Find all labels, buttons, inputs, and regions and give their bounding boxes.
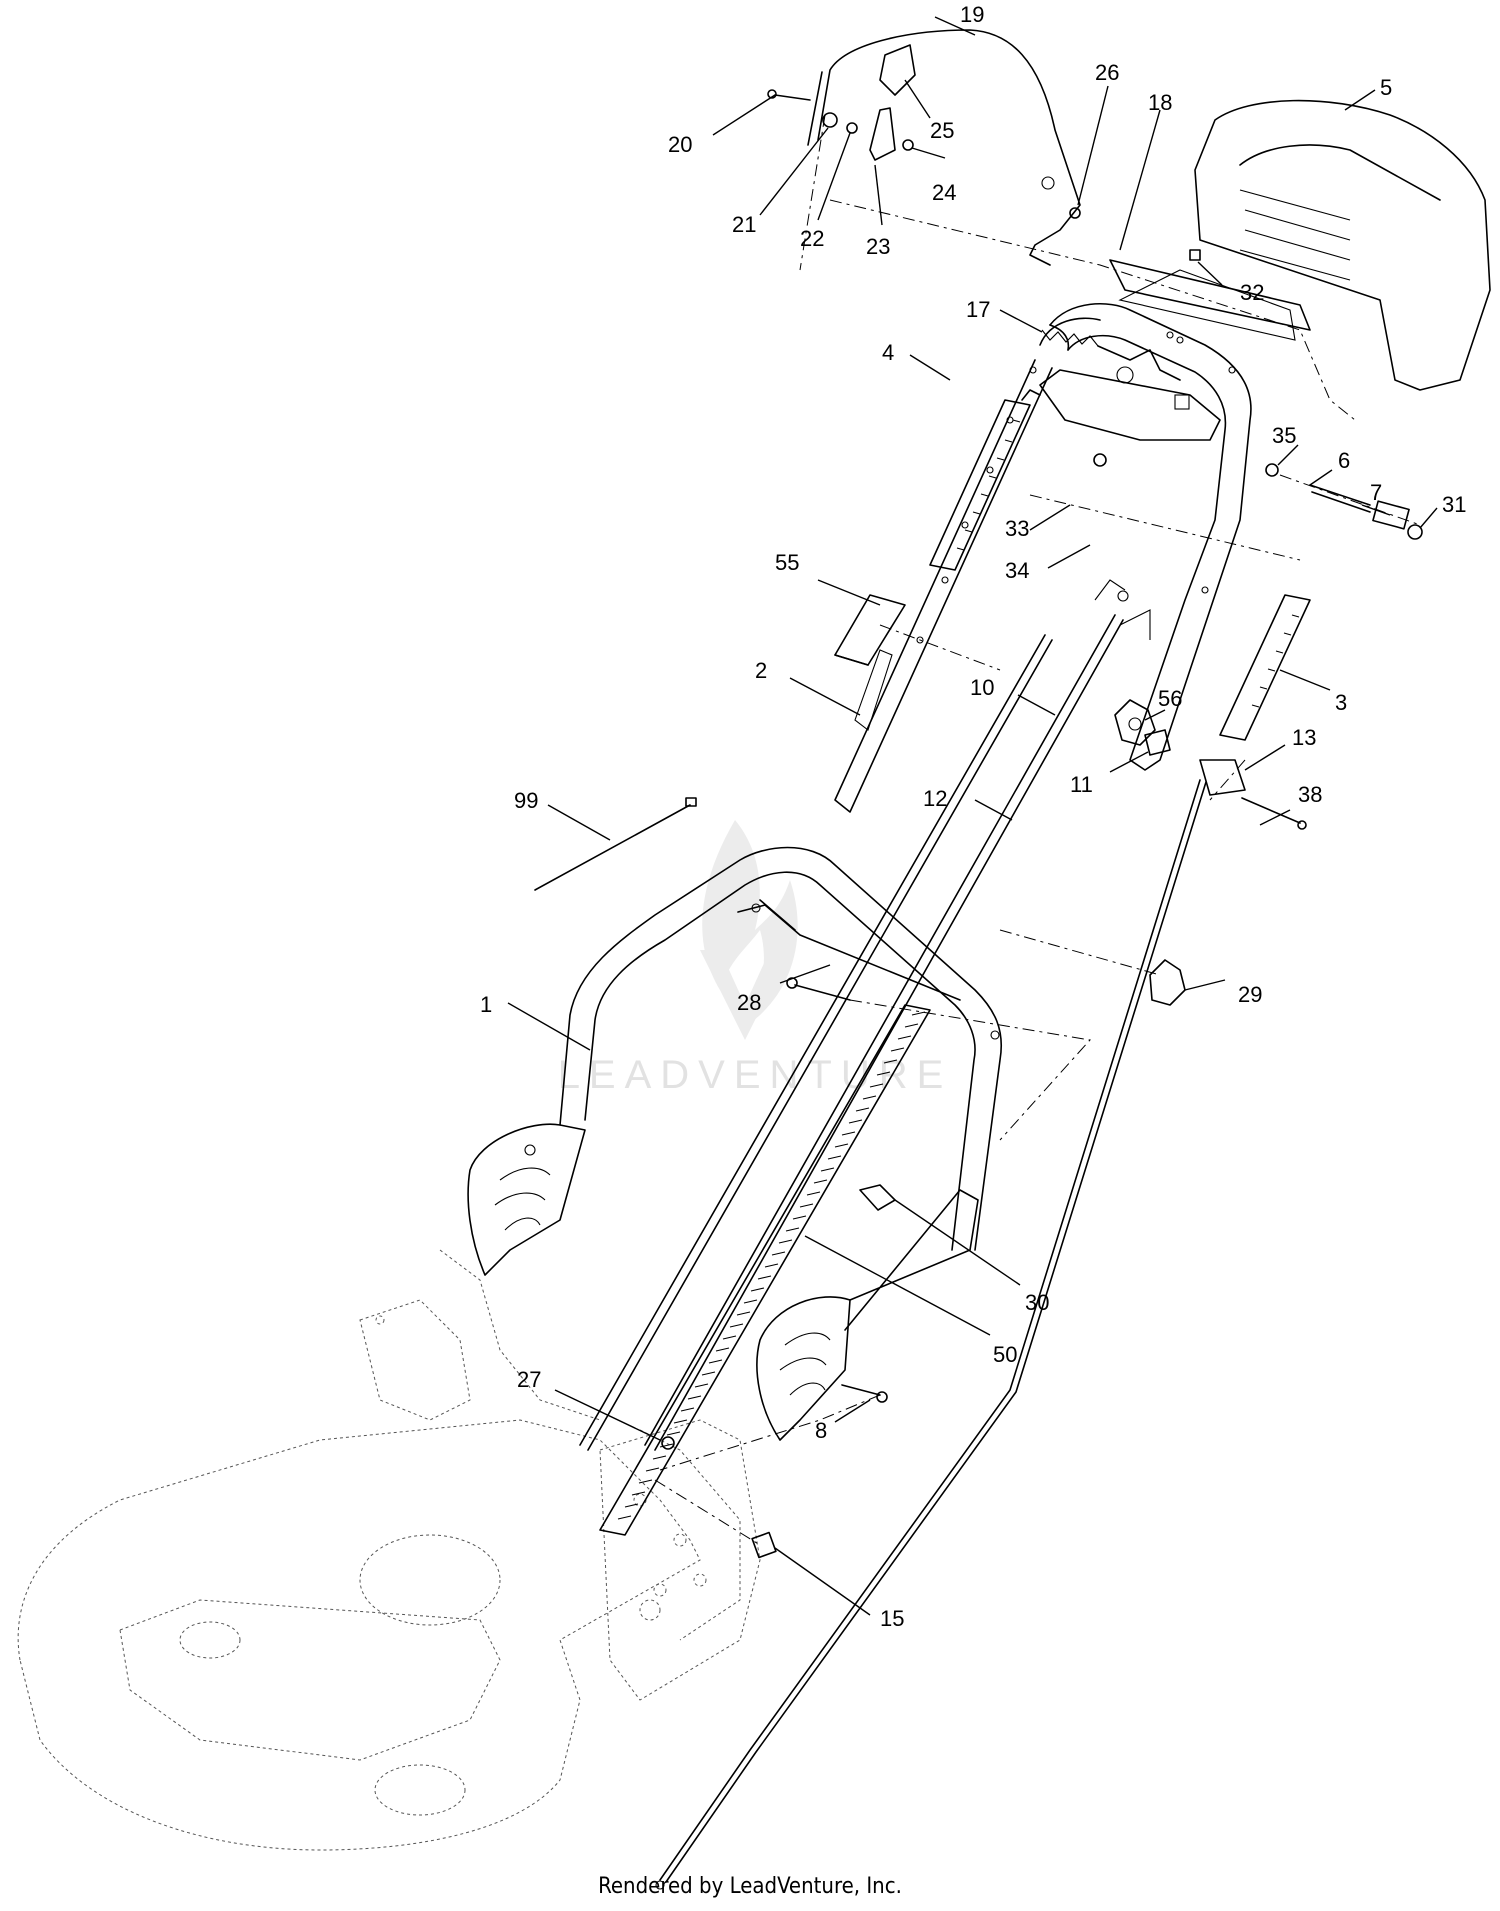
callout-35: 35 bbox=[1272, 423, 1296, 448]
nut-27 bbox=[661, 1436, 675, 1450]
callout-27: 27 bbox=[517, 1367, 541, 1392]
callout-25: 25 bbox=[930, 118, 954, 143]
callout-56: 56 bbox=[1158, 686, 1182, 711]
clip-11 bbox=[1144, 729, 1171, 756]
mower-deck bbox=[17, 1249, 741, 1851]
cylinder-7 bbox=[1372, 500, 1410, 530]
pin-26 bbox=[1069, 207, 1081, 219]
bolt-20 bbox=[767, 89, 811, 101]
callout-4: 4 bbox=[882, 340, 894, 365]
watermark: LEADVENTURE bbox=[558, 820, 943, 1097]
callout-55: 55 bbox=[775, 550, 799, 575]
washer-22 bbox=[846, 122, 858, 134]
callout-6: 6 bbox=[1338, 448, 1350, 473]
callout-23: 23 bbox=[866, 234, 890, 259]
callout-30: 30 bbox=[1025, 1290, 1049, 1315]
screw-38 bbox=[1241, 797, 1307, 830]
callout-22: 22 bbox=[800, 226, 824, 251]
callout-24: 24 bbox=[932, 180, 956, 205]
callout-33: 33 bbox=[1005, 516, 1029, 541]
callout-21: 21 bbox=[732, 212, 756, 237]
callout-34: 34 bbox=[1005, 558, 1029, 583]
callout-28: 28 bbox=[737, 990, 761, 1015]
cable-block-13 bbox=[1199, 759, 1246, 796]
left-cord-guide bbox=[929, 389, 1041, 571]
callout-32: 32 bbox=[1240, 280, 1264, 305]
callout-3: 3 bbox=[1335, 690, 1347, 715]
screw-32 bbox=[1189, 249, 1201, 261]
lower-handle bbox=[559, 846, 1003, 1251]
callout-13: 13 bbox=[1292, 725, 1316, 750]
callout-38: 38 bbox=[1298, 782, 1322, 807]
knob-29 bbox=[1149, 959, 1186, 1006]
spring-strip bbox=[599, 1004, 931, 1536]
left-handle-plate bbox=[467, 1123, 586, 1276]
screw-34 bbox=[1093, 453, 1107, 467]
lever-arm-19 bbox=[807, 29, 1081, 266]
latch-23 bbox=[869, 107, 896, 161]
handle-mount-bracket bbox=[599, 1419, 761, 1701]
callout-12: 12 bbox=[923, 786, 947, 811]
footer-credit: Rendered by LeadVenture, Inc. bbox=[598, 1874, 902, 1899]
nut-31 bbox=[1407, 524, 1423, 540]
callout-99: 99 bbox=[514, 788, 538, 813]
washer-21 bbox=[822, 112, 838, 128]
callout-19: 19 bbox=[960, 2, 984, 27]
left-upper-tube bbox=[834, 324, 1070, 813]
drive-cable bbox=[655, 779, 1207, 1890]
bolt-8 bbox=[841, 1384, 888, 1403]
callout-1: 1 bbox=[480, 992, 492, 1017]
callout-17: 17 bbox=[966, 297, 990, 322]
callout-8: 8 bbox=[815, 1418, 827, 1443]
callout-labels: 19 26 18 5 20 25 24 21 22 23 32 17 35 6 … bbox=[480, 2, 1466, 1631]
cable-tie-99 bbox=[534, 797, 697, 891]
callout-18: 18 bbox=[1148, 90, 1172, 115]
adjuster-30 bbox=[859, 1184, 896, 1211]
callout-7: 7 bbox=[1370, 480, 1382, 505]
nut-35 bbox=[1265, 463, 1279, 477]
cam-25 bbox=[879, 44, 916, 96]
spacer-15 bbox=[751, 1531, 777, 1559]
callout-5: 5 bbox=[1380, 75, 1392, 100]
bail-5 bbox=[1118, 99, 1491, 391]
control-bracket bbox=[1039, 366, 1221, 441]
callout-29: 29 bbox=[1238, 982, 1262, 1007]
knob-56 bbox=[1114, 699, 1156, 746]
right-cord-guide bbox=[1219, 594, 1311, 741]
callout-11: 11 bbox=[1070, 772, 1093, 797]
callout-50: 50 bbox=[993, 1342, 1017, 1367]
right-handle-plate bbox=[756, 1189, 979, 1441]
bail-bar-18 bbox=[1109, 259, 1311, 331]
control-rod bbox=[579, 634, 1053, 1451]
grip-sleeve bbox=[834, 594, 906, 666]
assembly-lines bbox=[654, 114, 1421, 1546]
shaft-6 bbox=[1309, 484, 1371, 513]
watermark-v-logo bbox=[700, 950, 790, 1040]
callout-2: 2 bbox=[755, 658, 767, 683]
cable-rod bbox=[644, 579, 1151, 1451]
leader-lines bbox=[507, 16, 1438, 1616]
spring-17 bbox=[1041, 329, 1181, 381]
callout-26: 26 bbox=[1095, 60, 1119, 85]
upper-handle bbox=[1039, 302, 1252, 771]
bolt-28 bbox=[786, 977, 851, 1001]
callout-31: 31 bbox=[1442, 492, 1466, 517]
nut-24 bbox=[902, 139, 914, 151]
callout-20: 20 bbox=[668, 132, 692, 157]
callout-15: 15 bbox=[880, 1606, 904, 1631]
callout-10: 10 bbox=[970, 675, 994, 700]
